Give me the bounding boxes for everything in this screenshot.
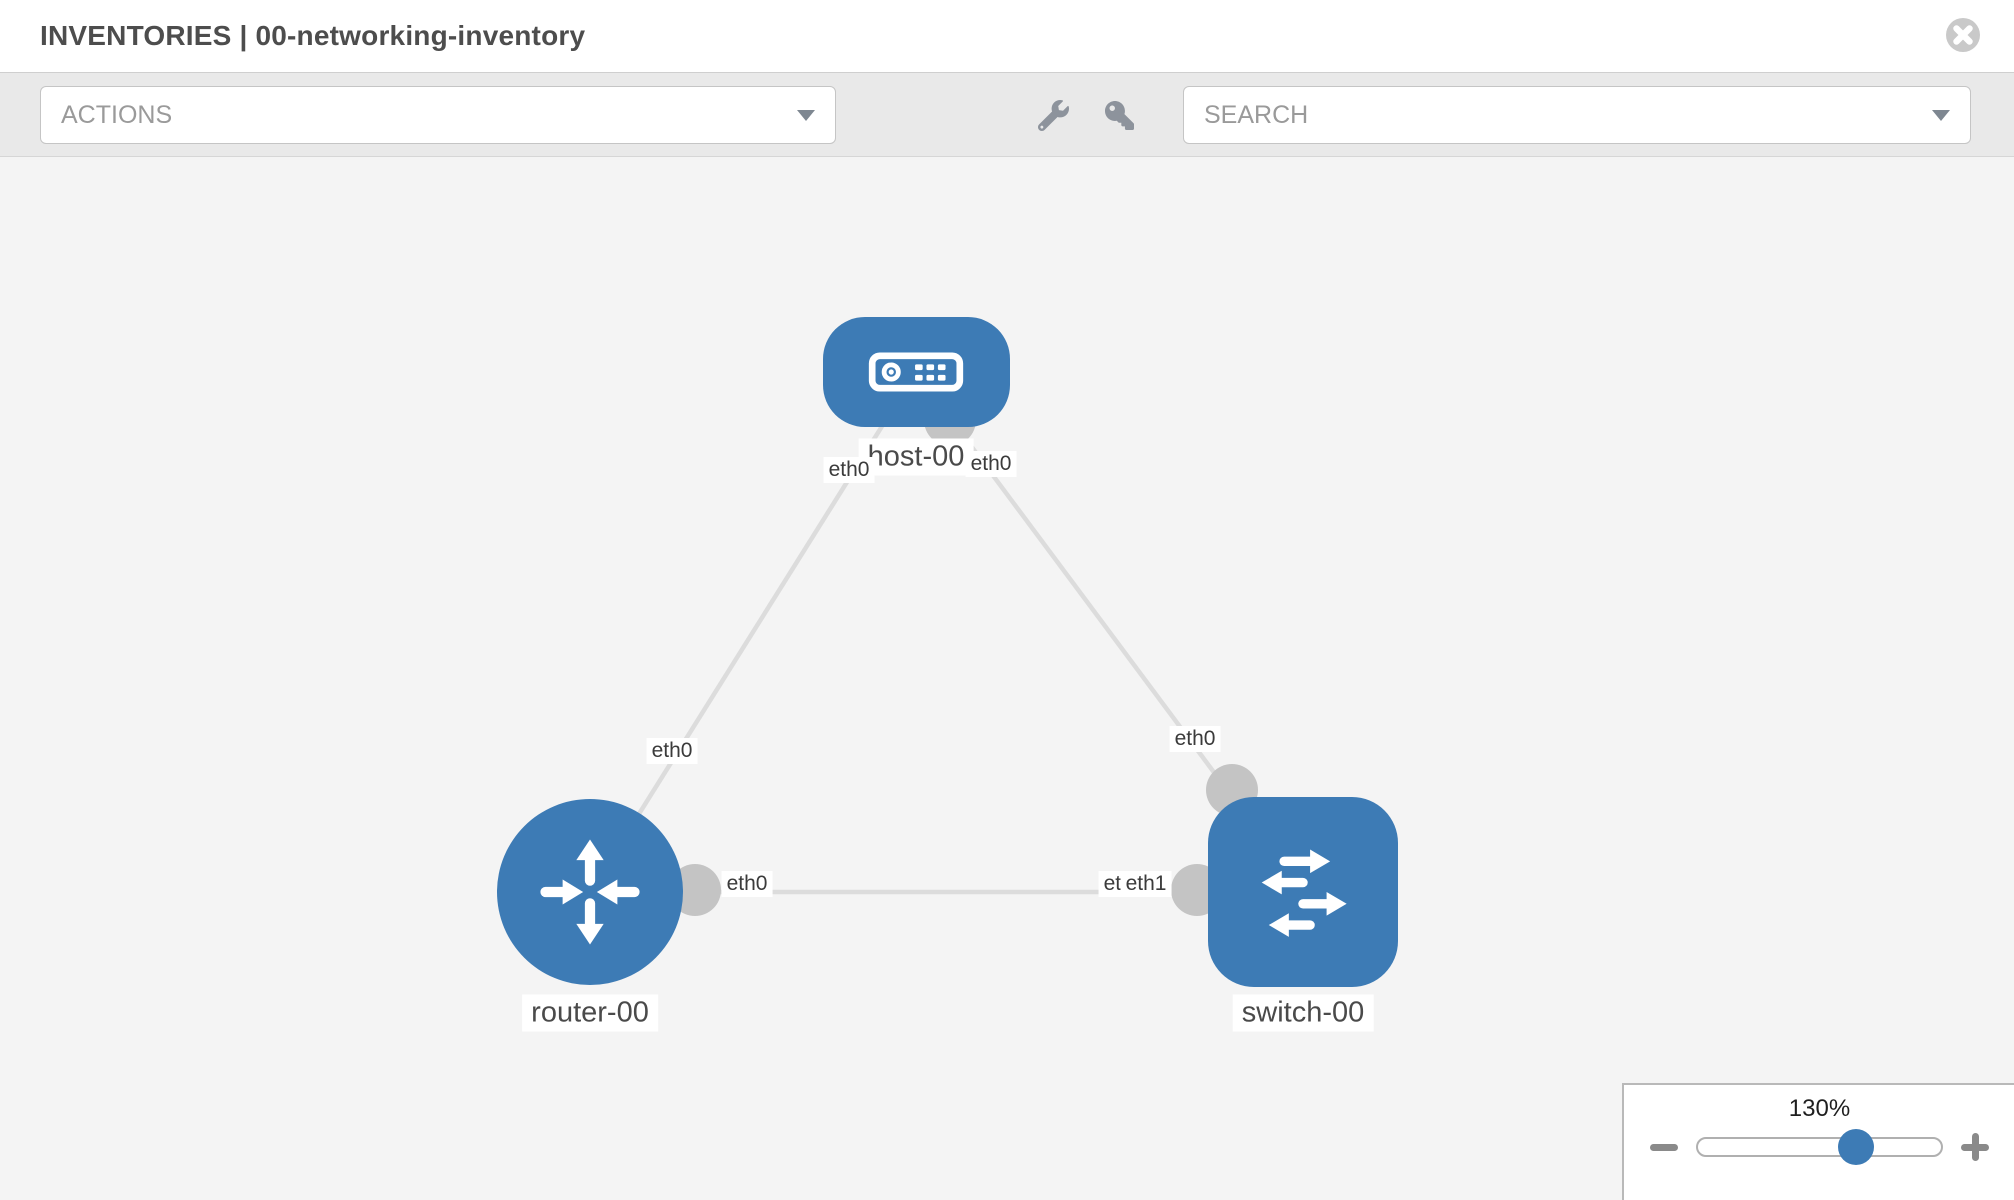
close-icon xyxy=(1946,18,1980,52)
search-dropdown[interactable]: SEARCH xyxy=(1183,86,1971,144)
toolbar-icons xyxy=(1038,73,1134,158)
search-dropdown-label: SEARCH xyxy=(1204,100,1309,129)
node-label-switch-00: switch-00 xyxy=(1232,994,1374,1032)
zoom-slider-track[interactable] xyxy=(1696,1129,1943,1165)
interface-label-eth0: eth0 xyxy=(965,451,1017,477)
zoom-level-label: 130% xyxy=(1788,1095,1851,1122)
node-router-00[interactable] xyxy=(497,799,683,985)
tools-button[interactable] xyxy=(1038,100,1069,131)
close-button[interactable] xyxy=(1945,17,1981,53)
key-icon xyxy=(1105,101,1134,130)
interface-label-eth0: eth0 xyxy=(1169,726,1221,752)
actions-dropdown-label: ACTIONS xyxy=(61,100,173,129)
node-switch-00[interactable] xyxy=(1208,797,1398,987)
zoom-in-button[interactable] xyxy=(1959,1131,1991,1163)
interface-label-eth0: eth0 xyxy=(721,871,773,897)
plus-icon xyxy=(1961,1133,1989,1161)
header: INVENTORIES | 00-networking-inventory xyxy=(0,0,2014,72)
key-button[interactable] xyxy=(1105,101,1134,130)
chevron-down-icon xyxy=(1932,109,1950,121)
zoom-slider-knob[interactable] xyxy=(1837,1129,1874,1165)
minus-icon xyxy=(1650,1144,1678,1151)
topology-nodes-layer: host-00 router-00 switch-00 eth0 eth0 eth0 eth… xyxy=(0,157,2014,1200)
toolbar: ACTIONS SEARCH xyxy=(0,72,2014,157)
zoom-slider-row xyxy=(1648,1129,1991,1165)
actions-dropdown[interactable]: ACTIONS xyxy=(40,86,836,144)
interface-label-eth0: eth0 xyxy=(646,738,698,764)
zoom-out-button[interactable] xyxy=(1648,1131,1680,1163)
interface-label-eth0: eth0 xyxy=(823,457,875,483)
router-icon xyxy=(540,839,640,945)
chevron-down-icon xyxy=(797,109,815,121)
node-label-host-00: host-00 xyxy=(858,438,974,476)
node-host-00[interactable] xyxy=(822,317,1010,427)
page-title: INVENTORIES | 00-networking-inventory xyxy=(40,20,586,51)
node-label-router-00: router-00 xyxy=(522,994,658,1032)
wrench-icon xyxy=(1038,100,1069,131)
host-icon xyxy=(868,352,964,392)
topology-canvas[interactable]: host-00 router-00 switch-00 eth0 eth0 eth0 eth… xyxy=(0,157,2014,1200)
interface-label-eth1: eth1 xyxy=(1120,871,1172,897)
switch-icon xyxy=(1261,849,1347,937)
zoom-panel: 130% xyxy=(1622,1083,2014,1200)
